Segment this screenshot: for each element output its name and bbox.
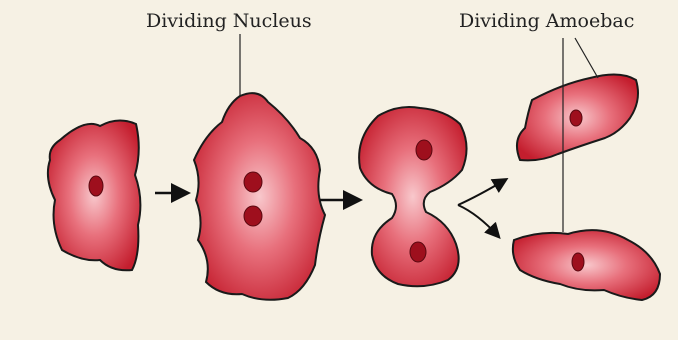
amoeba-1-nucleus: [89, 176, 103, 196]
dividing-amoebae-label: Dividing Amoebac: [459, 10, 634, 32]
daughter-amoeba-bottom-nucleus: [572, 253, 584, 271]
dividing-nucleus-bottom: [244, 206, 262, 226]
dividing-nucleus-label: Dividing Nucleus: [146, 10, 312, 32]
dividing-nucleus-top: [244, 172, 262, 192]
amoeba-stage-1: [48, 120, 141, 270]
amoeba-3-nucleus-top: [416, 140, 432, 160]
amoeba-3-nucleus-bottom: [410, 242, 426, 262]
daughter-amoeba-top-nucleus: [570, 110, 582, 126]
